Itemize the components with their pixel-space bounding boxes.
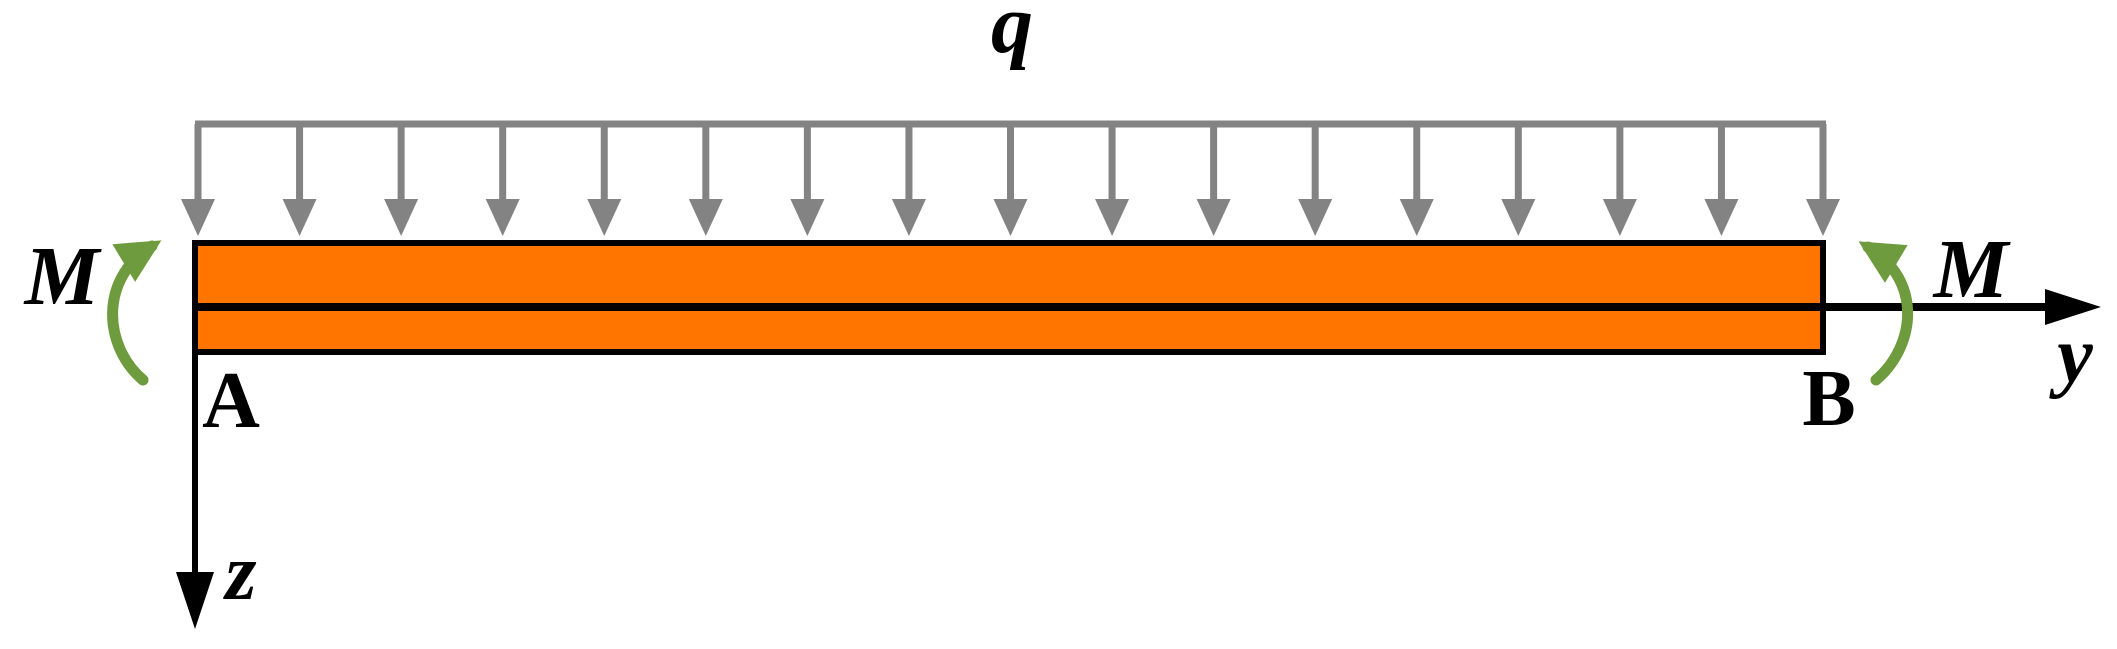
- load-arrowhead-icon: [1399, 199, 1434, 236]
- load-arrowhead-icon: [1298, 199, 1333, 236]
- moment-arrow-left-icon: [107, 240, 162, 386]
- load-arrowhead-icon: [891, 199, 926, 236]
- load-arrowhead-icon: [1602, 199, 1637, 236]
- distributed-load-arrows: [181, 124, 1840, 236]
- load-arrowhead-icon: [1501, 199, 1536, 236]
- load-arrowhead-icon: [384, 199, 419, 236]
- load-arrowhead-icon: [1806, 199, 1840, 236]
- load-arrowhead-icon: [282, 199, 317, 236]
- load-arrowhead-icon: [587, 199, 622, 236]
- point-b-label: B: [1802, 355, 1856, 443]
- z-axis-arrowhead-icon: [176, 572, 214, 629]
- y-axis-arrowhead-icon: [2045, 289, 2101, 325]
- point-a-label: A: [202, 357, 260, 445]
- load-arrowhead-icon: [1095, 199, 1130, 236]
- distributed-load-label: q: [991, 0, 1033, 71]
- load-arrowhead-icon: [688, 199, 723, 236]
- load-arrowhead-icon: [485, 199, 520, 236]
- load-arrowhead-icon: [1196, 199, 1231, 236]
- moment-right-label: M: [1933, 223, 2009, 316]
- load-arrowhead-icon: [1704, 199, 1739, 236]
- load-arrowhead-icon: [790, 199, 825, 236]
- y-axis-label: y: [2057, 312, 2093, 400]
- moment-arrow-right-icon: [1858, 241, 1914, 386]
- z-axis-label: z: [225, 529, 257, 617]
- load-arrowhead-icon: [181, 199, 215, 236]
- load-arrowhead-icon: [993, 199, 1028, 236]
- beam: [192, 240, 1826, 355]
- moment-left-label: M: [24, 230, 100, 323]
